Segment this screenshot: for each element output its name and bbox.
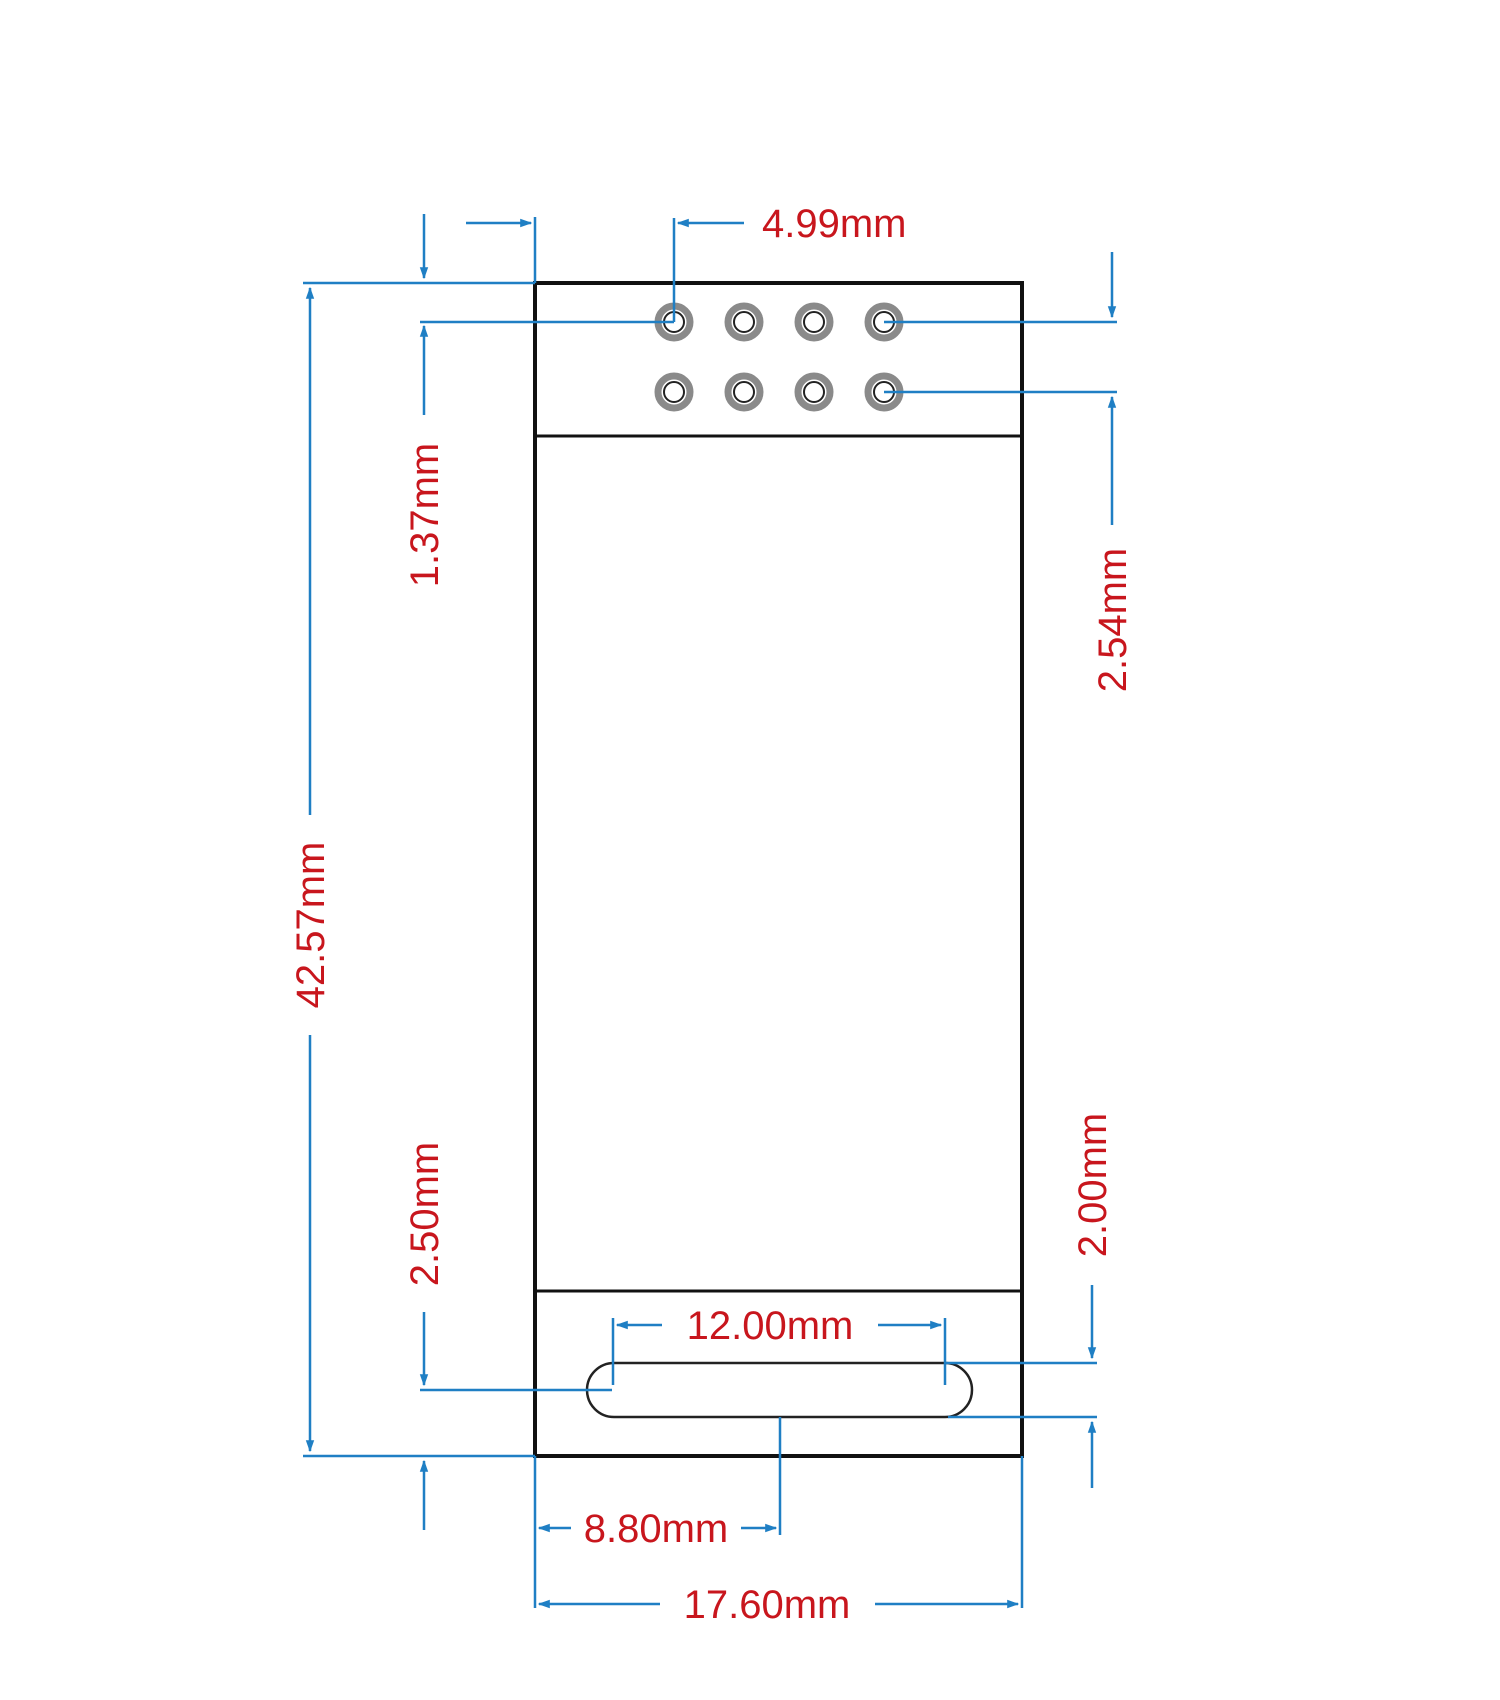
dim-12-00: 12.00mm: [611, 1304, 947, 1385]
pin: [724, 302, 764, 342]
dim-label-42-57: 42.57mm: [289, 842, 333, 1009]
pin: [654, 372, 694, 412]
dim-2-54: 2.54mm: [884, 252, 1135, 692]
dim-label-12-00: 12.00mm: [687, 1304, 854, 1348]
dim-8-80: 8.80mm: [533, 1417, 782, 1608]
pin: [724, 372, 764, 412]
dim-label-2-00: 2.00mm: [1071, 1113, 1115, 1258]
dim-2-00: 2.00mm: [944, 1113, 1115, 1488]
dim-label-4-99: 4.99mm: [762, 202, 907, 246]
dim-label-17-60: 17.60mm: [684, 1583, 851, 1627]
dim-label-1-37: 1.37mm: [403, 443, 447, 588]
dim-2-50: 2.50mm: [403, 1142, 612, 1530]
board-outline: [533, 281, 1024, 1458]
pin: [864, 372, 904, 412]
dim-label-2-50: 2.50mm: [403, 1142, 447, 1287]
dim-17-60: 17.60mm: [537, 1456, 1024, 1627]
dim-1-37: 1.37mm: [403, 320, 674, 588]
dim-label-8-80: 8.80mm: [584, 1507, 729, 1551]
dim-4-99: 4.99mm: [672, 202, 907, 322]
dim-top-left-arrows: [419, 214, 537, 283]
pin: [794, 302, 834, 342]
dim-label-2-54: 2.54mm: [1091, 548, 1135, 693]
pin: [794, 372, 834, 412]
mounting-slot: [585, 1361, 974, 1419]
dim-42-57: 42.57mm: [289, 281, 535, 1458]
